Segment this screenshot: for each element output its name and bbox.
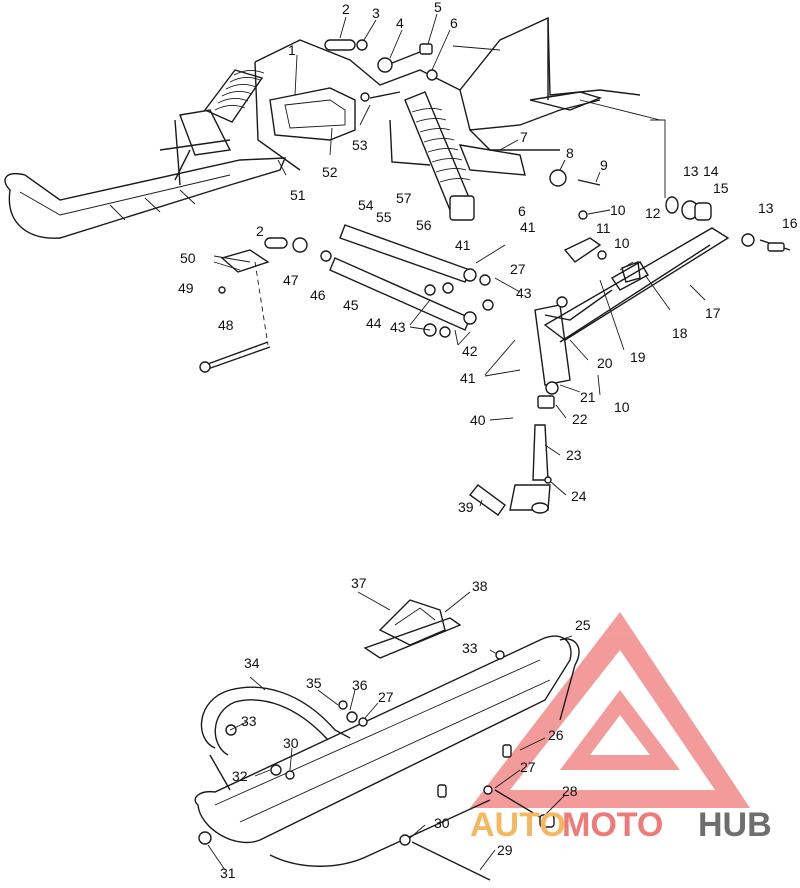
callout-27c: 27 [520, 759, 536, 775]
callout-27b: 27 [378, 689, 394, 705]
ski-lower [194, 635, 580, 867]
callout-9: 9 [600, 157, 608, 173]
callout-52: 52 [322, 164, 338, 180]
callout-2b: 2 [256, 223, 264, 239]
callout-6: 6 [450, 15, 458, 31]
callout-10a: 10 [610, 202, 626, 218]
callout-47: 47 [283, 272, 299, 288]
callout-11: 11 [596, 220, 611, 236]
callout-2: 2 [342, 1, 350, 17]
callout-30a: 30 [283, 735, 299, 751]
callout-30b: 30 [434, 815, 450, 831]
callout-32: 32 [232, 768, 248, 784]
callout-39: 39 [458, 499, 474, 515]
callout-10c: 10 [614, 399, 630, 415]
callout-57: 57 [396, 190, 412, 206]
leaders-lower [207, 591, 573, 871]
callout-15: 15 [713, 180, 729, 196]
pivot-hardware [549, 169, 601, 220]
callout-4: 4 [396, 15, 404, 31]
washers-right [665, 196, 791, 252]
callout-40: 40 [470, 412, 486, 428]
shock-left [174, 69, 265, 181]
callout-6b: 6 [518, 203, 526, 219]
ski-loop-34 [200, 686, 351, 791]
callout-41c: 41 [460, 370, 476, 386]
callout-19: 19 [630, 349, 646, 365]
callout-1: 1 [288, 42, 296, 58]
callout-27a: 27 [510, 261, 526, 277]
leader-48 [254, 261, 269, 346]
bolt-48 [199, 341, 271, 373]
callout-41a: 41 [455, 237, 471, 253]
callout-50: 50 [180, 250, 196, 266]
callout-42: 42 [462, 343, 478, 359]
callout-43a: 43 [516, 285, 532, 301]
saddle-37 [363, 599, 462, 659]
ski-hardware [198, 650, 555, 881]
watermark-text-auto: AUTO [470, 806, 566, 844]
axle-pin-39 [468, 484, 506, 516]
callout-54: 54 [358, 197, 374, 213]
callout-49: 49 [178, 280, 194, 296]
callout-28: 28 [562, 783, 578, 799]
callout-31: 31 [220, 865, 236, 881]
callout-25: 25 [575, 617, 591, 633]
shock-right [404, 91, 475, 221]
callout-45: 45 [343, 297, 359, 313]
hardware-top [324, 39, 438, 102]
callout-22: 22 [572, 411, 588, 427]
callout-43b: 43 [390, 319, 406, 335]
callout-10b: 10 [614, 235, 630, 251]
bracket-50 [218, 249, 270, 294]
callout-44: 44 [366, 315, 382, 331]
callout-37: 37 [351, 575, 367, 591]
watermark-text: AUTO MOTO HUB [470, 806, 772, 844]
callout-51: 51 [290, 187, 306, 203]
watermark-triangle-hole [590, 715, 650, 755]
frame-bulkhead [254, 16, 641, 176]
rod-44 [339, 224, 471, 283]
callout-18: 18 [672, 325, 688, 341]
callout-24: 24 [571, 488, 587, 504]
callout-38: 38 [472, 578, 488, 594]
callout-16: 16 [782, 215, 798, 231]
trailing-arm-17 [543, 227, 730, 343]
callout-53: 53 [352, 137, 368, 153]
callout-8: 8 [566, 145, 574, 161]
callout-55: 55 [376, 209, 392, 225]
callout-20: 20 [597, 355, 613, 371]
watermark-text-moto: MOTO [562, 806, 663, 844]
callout-13a: 13 [683, 163, 699, 179]
callout-13b: 13 [758, 200, 774, 216]
callout-36: 36 [352, 677, 368, 693]
callouts: 1 2 3 4 5 6 7 8 9 10 10 10 11 12 13 13 1… [178, 0, 798, 881]
callout-48: 48 [218, 317, 234, 333]
callout-14: 14 [703, 163, 719, 179]
callout-29: 29 [497, 842, 513, 858]
watermark-text-hub: HUB [698, 806, 772, 844]
callout-12: 12 [645, 205, 661, 221]
callout-23: 23 [566, 447, 582, 463]
rod-45 [329, 257, 471, 331]
callout-34: 34 [244, 655, 260, 671]
callout-33a: 33 [462, 640, 478, 656]
callout-5: 5 [434, 0, 442, 15]
callout-46: 46 [310, 287, 326, 303]
callout-35: 35 [306, 675, 322, 691]
callout-41b: 41 [520, 219, 536, 235]
callout-3: 3 [372, 5, 380, 21]
callout-7: 7 [520, 129, 528, 145]
callout-17: 17 [705, 305, 721, 321]
callout-56: 56 [416, 217, 432, 233]
watermark-logo [470, 612, 750, 808]
callout-21: 21 [580, 389, 596, 405]
pivot-bracket-11 [563, 237, 641, 283]
leaders-upper [213, 13, 706, 507]
callout-33b: 33 [241, 713, 257, 729]
callout-26: 26 [548, 727, 564, 743]
ski-upper-left [4, 119, 287, 239]
spindle-assembly [509, 289, 613, 514]
